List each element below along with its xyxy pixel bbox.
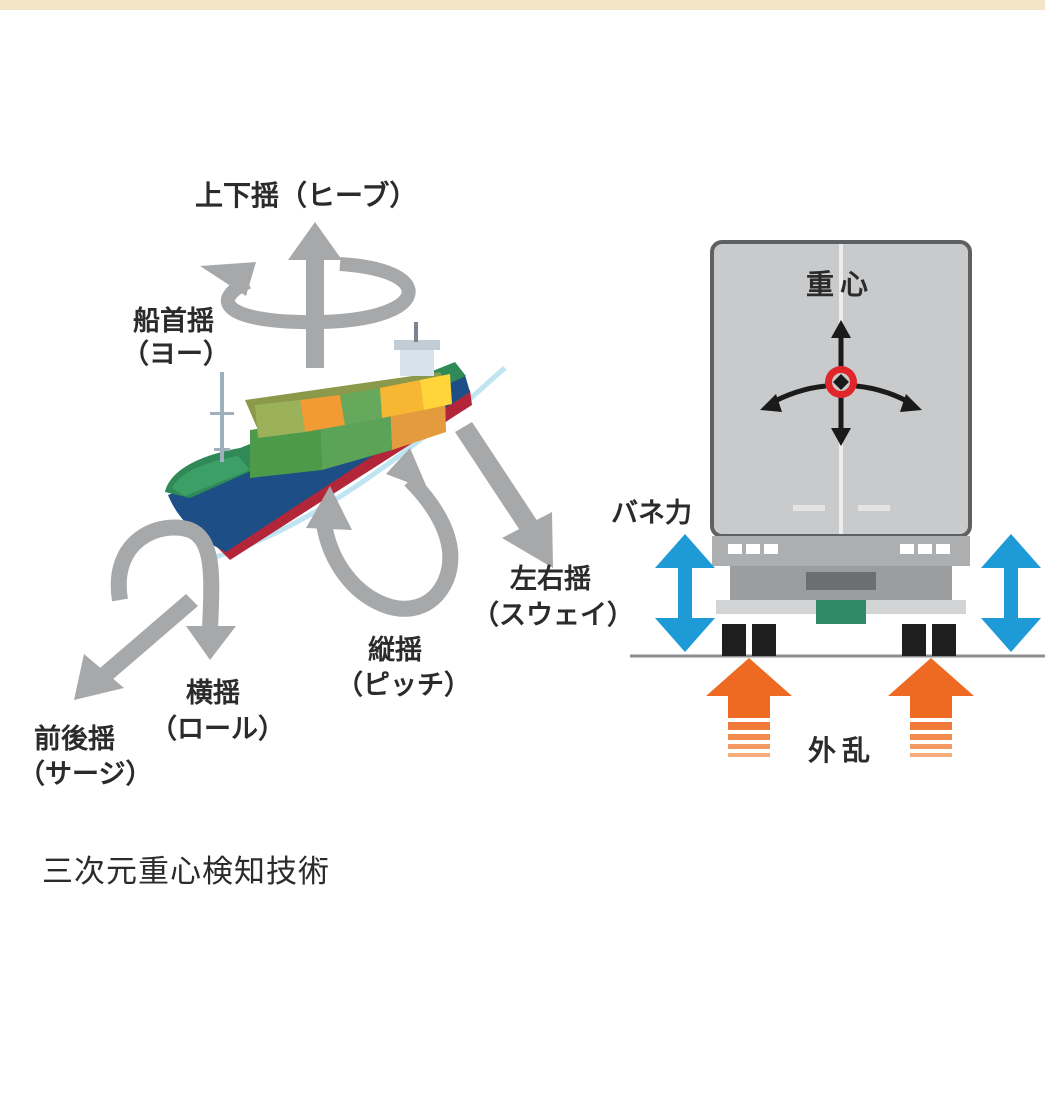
pitch-arrow [306,448,459,617]
disturbance-label: 外乱 [808,734,876,767]
center-of-gravity-label: 重心 [806,268,874,301]
sway-arrow [455,422,553,568]
heave-arrow [288,222,342,368]
surge-label-line2: （サージ） [18,759,152,790]
disturbance-arrow-right [888,658,974,757]
sway-label-line2: （スウェイ） [472,600,634,631]
yaw-label-line2: （ヨー） [122,339,230,370]
truck-rear [710,240,972,656]
pitch-label-line2: （ピッチ） [336,670,471,701]
roll-arrow [110,519,236,660]
yaw-rotation-arrow [200,257,416,330]
spring-arrow-right [981,534,1041,652]
container-ship [165,322,507,563]
pitch-label-line1: 縦揺 [368,635,422,666]
yaw-label-line1: 船首揺 [133,305,214,337]
spring-arrow-left [655,534,715,652]
sway-label-line1: 左右揺 [510,564,591,595]
center-of-gravity-marker [760,320,922,446]
heave-label: 上下揺（ヒーブ） [195,179,417,212]
top-edge-strip [0,0,1045,10]
surge-label-line1: 前後揺 [34,723,115,755]
caption: 三次元重心検知技術 [42,854,330,890]
roll-label-line1: 横揺 [186,678,240,709]
roll-label-line2: （ロール） [150,714,285,745]
surge-arrow [74,594,198,700]
spring-force-label: バネ力 [611,498,692,529]
disturbance-arrow-left [706,658,792,757]
